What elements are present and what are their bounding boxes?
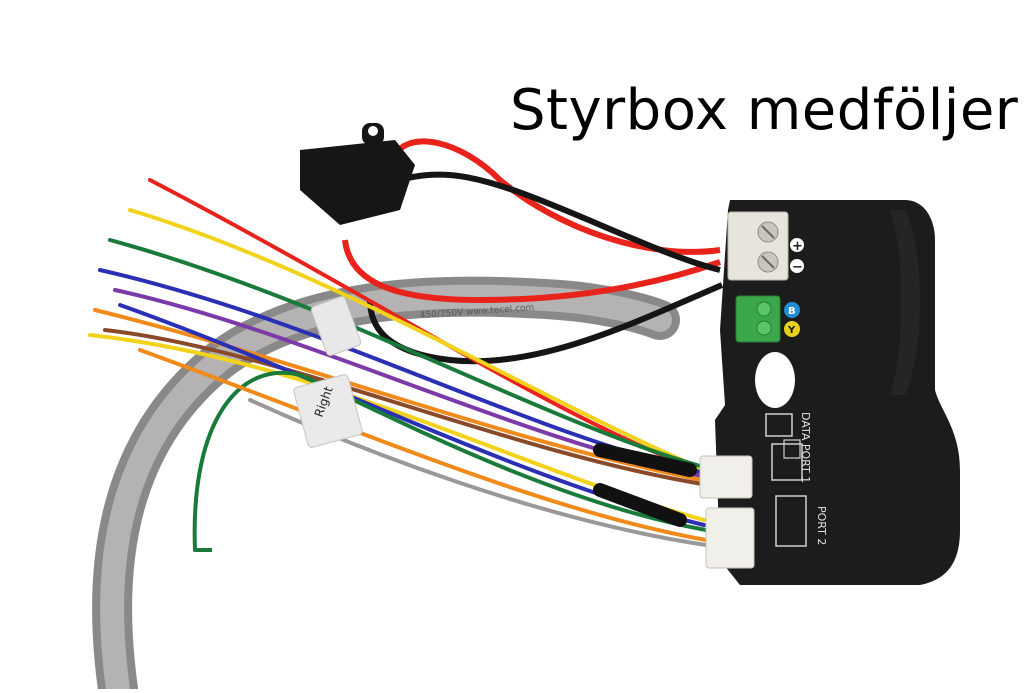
- b-label: B: [788, 306, 796, 317]
- port-2-label: PORT 2: [815, 506, 828, 545]
- grey-cable: 450/750V www.tecel.com: [92, 276, 680, 693]
- plus-symbol: +: [792, 239, 803, 254]
- heat-shrink: [593, 443, 697, 527]
- fuse-holder: [300, 123, 415, 225]
- wire-tags: Right: [293, 296, 363, 448]
- data-port-1-label: DATA PORT 1: [799, 412, 812, 483]
- power-terminal: [727, 211, 789, 281]
- mounting-hole: [755, 352, 795, 408]
- caption-text: Styrbox medföljer: [510, 78, 1019, 143]
- signal-terminal: [735, 295, 781, 343]
- polarity-markers: + −: [790, 238, 804, 275]
- wire-connectors: [699, 455, 755, 569]
- signal-badges: B Y: [784, 302, 800, 337]
- data-ports: DATA PORT 1 PORT 2: [765, 412, 828, 547]
- y-label: Y: [787, 325, 796, 336]
- minus-symbol: −: [792, 260, 803, 275]
- loose-wires: [88, 178, 708, 552]
